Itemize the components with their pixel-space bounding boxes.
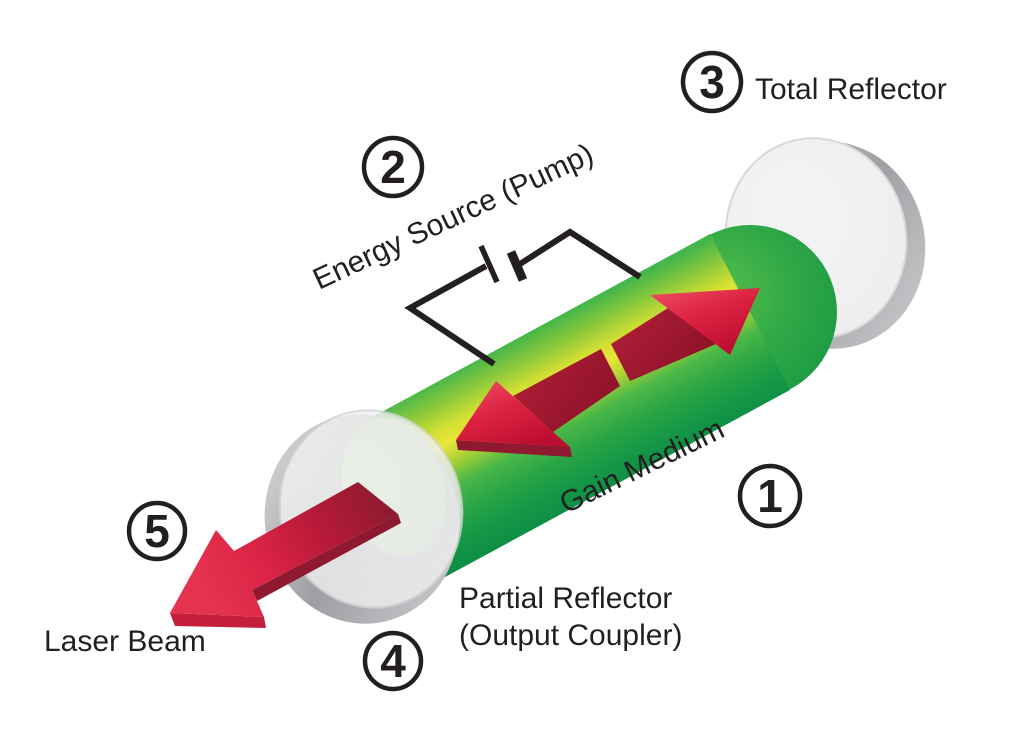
intracavity-beam-arrow	[456, 288, 760, 457]
pump-circuit	[404, 228, 642, 367]
beam-shaft-left-segment	[513, 349, 620, 432]
label-partial-reflector-line2: (Output Coupler)	[459, 619, 682, 652]
callout-4-number: 4	[380, 635, 406, 687]
callout-laser-beam: 5 Laser Beam	[44, 500, 206, 658]
callout-2-number: 2	[380, 141, 406, 193]
label-energy-source: Energy Source (Pump)	[308, 137, 598, 296]
laser-beam-body	[170, 482, 398, 617]
callout-5-circle	[126, 500, 188, 562]
callout-1-circle	[737, 463, 803, 529]
laser-beam-arrow	[170, 482, 401, 628]
callout-1-number: 1	[757, 470, 783, 522]
beam-right-arrowhead	[650, 288, 760, 355]
callout-partial-reflector: 4 Partial Reflector (Output Coupler)	[362, 582, 682, 692]
callout-5-number: 5	[144, 505, 170, 557]
battery-long-plate	[478, 244, 500, 284]
circuit-left-lead	[404, 263, 496, 367]
laser-beam-head-underside	[170, 613, 266, 628]
callout-2-circle	[361, 135, 425, 199]
battery-short-plate	[506, 250, 528, 282]
label-total-reflector: Total Reflector	[755, 73, 947, 106]
callout-3-circle	[680, 50, 744, 114]
callout-total-reflector: 3 Total Reflector	[680, 50, 947, 114]
circuit-right-lead	[518, 228, 642, 280]
label-laser-beam: Laser Beam	[44, 625, 206, 658]
beam-left-arrowhead-underside	[456, 440, 572, 457]
beam-left-arrowhead	[456, 381, 570, 447]
beam-shaft-right-segment	[611, 308, 716, 381]
laser-beam-shaft-underside	[252, 514, 401, 601]
label-partial-reflector-line1: Partial Reflector	[459, 582, 672, 615]
callout-4-circle	[362, 630, 424, 692]
callout-3-number: 3	[699, 56, 725, 108]
callout-energy-source: 2 Energy Source (Pump)	[308, 135, 599, 296]
